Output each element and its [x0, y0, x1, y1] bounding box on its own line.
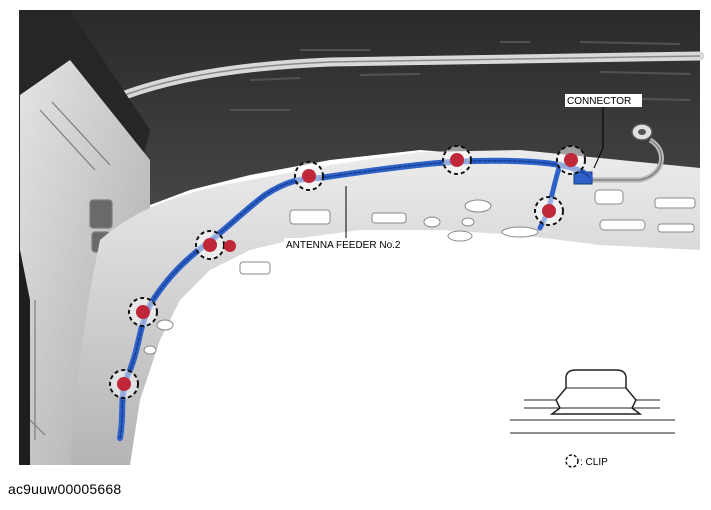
clip-icon [195, 230, 225, 260]
clip-icon [534, 196, 564, 226]
connector-leader-line [593, 106, 604, 169]
roof-panel [19, 10, 700, 240]
clip-legend-label: : CLIP [580, 457, 608, 468]
feeder-label-bg [284, 238, 415, 251]
figure-id: ac9uuw00005668 [8, 481, 122, 497]
clip-icon [442, 145, 472, 175]
antenna-feeder-label: ANTENNA FEEDER No.2 [286, 240, 401, 251]
vehicle-body-photo: CONNECTOR ANTENNA FEEDER No.2 [19, 10, 705, 465]
roof-bow-edge [111, 55, 701, 101]
clip-icon [556, 145, 586, 175]
clip-icon [109, 369, 139, 399]
connector-label-bg [565, 94, 642, 107]
connector-callout: CONNECTOR [565, 94, 642, 169]
connector-assembly [573, 123, 664, 185]
clip-icon [294, 161, 324, 191]
roof-ribs [230, 41, 691, 111]
connector-label: CONNECTOR [567, 96, 631, 107]
antenna-feeder-callout: ANTENNA FEEDER No.2 [284, 186, 415, 251]
pillar-panel [20, 60, 150, 465]
clip-icon [224, 240, 236, 252]
clip-icon [128, 297, 158, 327]
clip-legend-icon [565, 454, 579, 468]
clip-detail-inset [510, 369, 675, 434]
rail-holes [143, 189, 696, 355]
clip-markers [109, 145, 586, 399]
clip-legend: : CLIP [565, 454, 608, 468]
